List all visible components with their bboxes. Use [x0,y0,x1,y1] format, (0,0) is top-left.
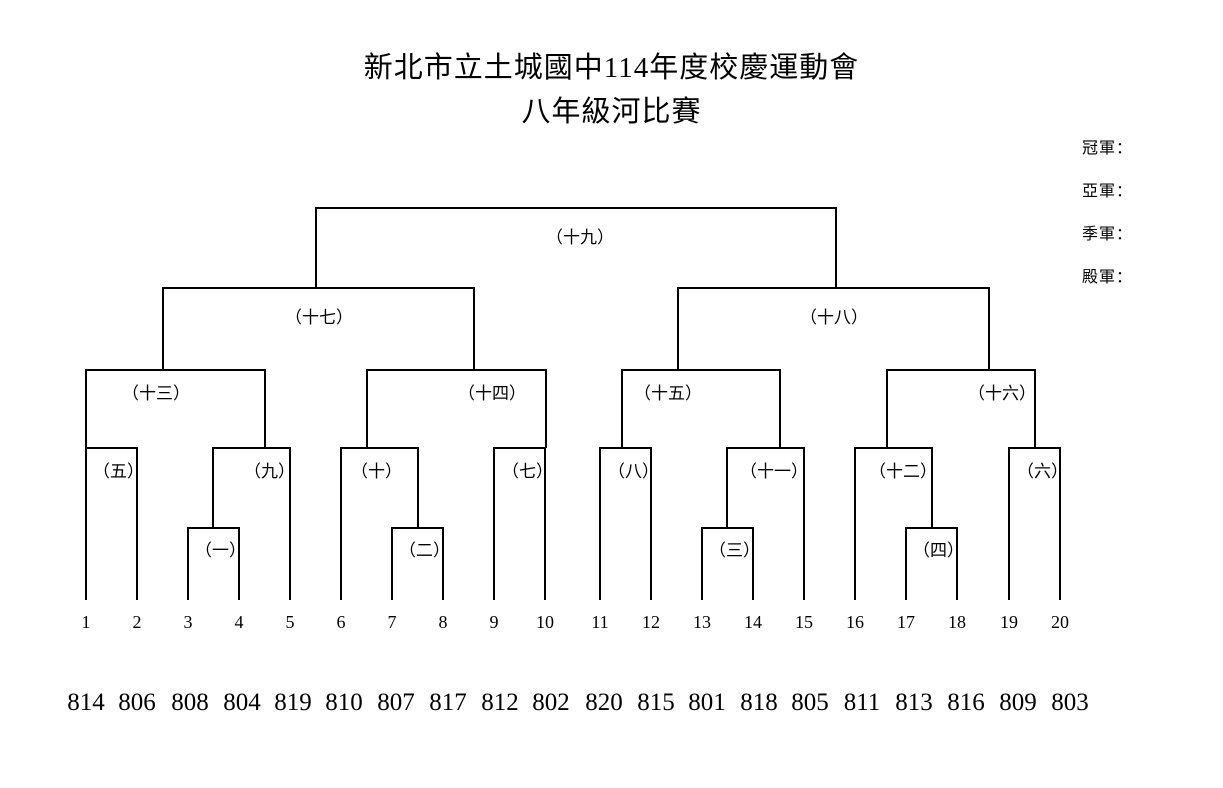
seed-number: 6 [336,612,346,632]
team-number: 806 [118,689,156,716]
team-number: 805 [791,689,829,716]
seed-number: 7 [387,612,397,632]
team-number: 816 [947,689,985,716]
team-number: 817 [429,689,467,716]
team-number: 814 [67,689,105,716]
quarterfinal-2-connector [366,369,547,448]
award-champion: 冠軍： [1082,140,1134,157]
quarterfinal-3-connector [621,369,781,448]
team-number: 818 [740,689,778,716]
match-label-r16-8: （八） [608,462,659,481]
match-label-r16-12: （十二） [869,462,937,481]
seed-number: 20 [1051,612,1069,632]
match-10-connector [340,447,419,600]
match-12-connector [854,447,933,600]
title-line-2: 八年級河比賽 [521,96,702,128]
seed-number: 12 [642,612,660,632]
seed-number: 3 [183,612,193,632]
match-label-quarterfinal-4: （十六） [968,384,1036,403]
seed-numbers-row: 1 2 3 4 5 6 7 8 9 10 11 12 13 14 15 16 1… [0,611,1223,633]
match-label-r16-9: （九） [244,462,295,481]
match-label-quarterfinal-3: （十五） [634,384,702,403]
match-label-prelim-2: （二） [399,541,450,560]
seed-number: 9 [489,612,499,632]
team-number: 820 [585,689,623,716]
title-line-1: 新北市立土城國中114年度校慶運動會 [363,52,860,84]
team-number: 815 [637,689,675,716]
team-number: 819 [274,689,312,716]
quarterfinal-4-connector [886,369,1036,448]
match-label-semifinal-2: （十八） [800,308,868,327]
seed-number: 1 [81,612,91,632]
match-label-r16-10: （十） [351,462,402,481]
match-6-connector [1008,447,1061,600]
seed-number: 19 [1000,612,1018,632]
seed-number: 11 [591,612,609,632]
team-number: 813 [895,689,933,716]
award-third-place: 季軍： [1082,226,1134,243]
seed-number: 13 [693,612,711,632]
seed-number: 17 [897,612,915,632]
awards-list: 冠軍： 亞軍： 季軍： 殿軍： [1082,140,1212,312]
team-number: 809 [999,689,1037,716]
team-number: 804 [223,689,261,716]
match-3-connector [701,527,754,600]
seed-number: 4 [234,612,244,632]
match-7-connector [493,447,546,600]
match-label-r16-6: （六） [1017,462,1068,481]
team-number: 810 [325,689,363,716]
final-connector [315,207,837,288]
team-number: 803 [1051,689,1089,716]
match-label-final: （十九） [546,228,614,247]
team-number: 812 [481,689,519,716]
seed-number: 16 [846,612,864,632]
team-number: 808 [171,689,209,716]
page-title: 新北市立土城國中114年度校慶運動會 八年級河比賽 [0,48,1223,132]
award-runner-up: 亞軍： [1082,183,1134,200]
match-2-connector [391,527,444,600]
match-label-prelim-1: （一） [195,541,246,560]
match-11-connector [726,447,805,600]
quarterfinal-1-connector [85,369,266,448]
match-label-quarterfinal-2: （十四） [458,384,526,403]
seed-number: 5 [285,612,295,632]
match-label-r16-5: （五） [93,462,144,481]
team-number: 802 [532,689,570,716]
team-number: 807 [377,689,415,716]
award-fourth-place: 殿軍： [1082,269,1134,286]
match-8-connector [599,447,652,600]
match-1-connector [187,527,240,600]
match-label-r16-11: （十一） [740,462,808,481]
match-label-prelim-4: （四） [913,541,964,560]
seed-number: 18 [948,612,966,632]
seed-number: 10 [536,612,554,632]
match-5-connector [85,447,138,600]
team-number: 811 [843,689,881,716]
match-9-connector [212,447,291,600]
match-label-prelim-3: （三） [709,541,760,560]
match-label-semifinal-1: （十七） [285,308,353,327]
seed-number: 15 [795,612,813,632]
semifinal-left-connector [162,287,475,370]
team-numbers-row: 814 806 808 804 819 810 807 817 812 802 … [0,688,1223,718]
match-4-connector [905,527,958,600]
semifinal-right-connector [677,287,990,370]
match-label-quarterfinal-1: （十三） [122,384,190,403]
seed-number: 2 [132,612,142,632]
seed-number: 14 [744,612,762,632]
team-number: 801 [688,689,726,716]
seed-number: 8 [438,612,448,632]
match-label-r16-7: （七） [502,462,553,481]
